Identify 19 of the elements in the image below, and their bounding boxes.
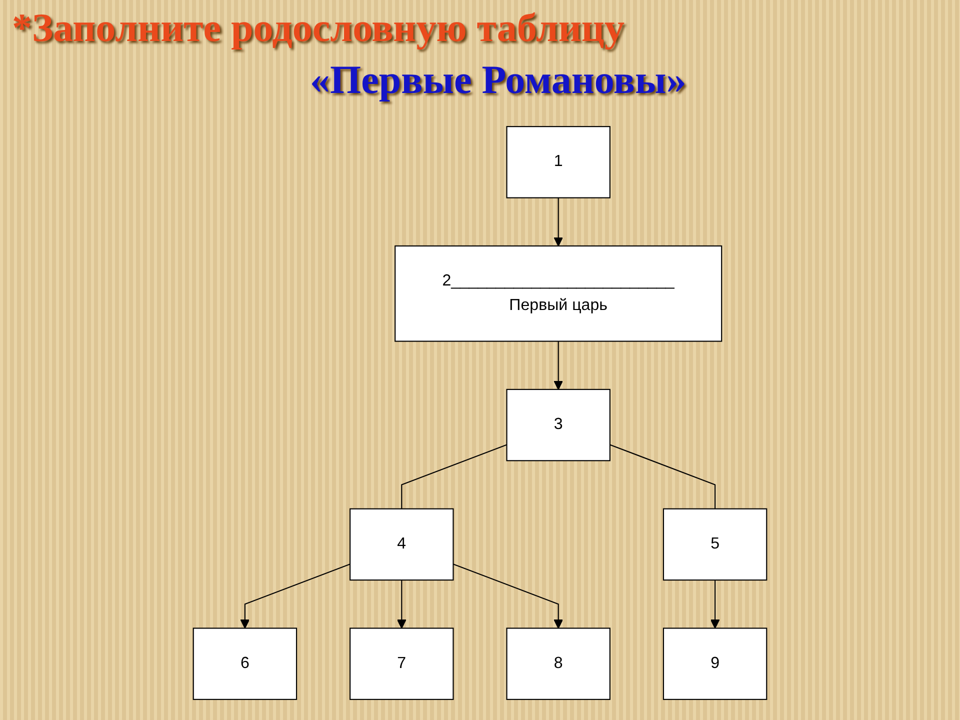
arrow: [396, 580, 406, 629]
family-tree-box: 6: [192, 628, 298, 700]
arrow: [554, 341, 564, 390]
family-tree-box: 5: [662, 508, 768, 581]
subheading: «Первые Романовы»: [310, 56, 686, 103]
family-tree-box: 9: [662, 628, 768, 700]
family-tree-box: 8: [506, 628, 610, 700]
family-tree-box: 2_________________________ Первый царь: [394, 245, 722, 342]
arrow: [554, 198, 564, 246]
family-tree-box: 3: [506, 388, 610, 462]
heading: *Заполните родословную таблицу: [12, 4, 624, 51]
family-tree-box: 7: [350, 628, 454, 700]
family-tree-box: 4: [350, 508, 454, 581]
arrow: [453, 564, 564, 629]
family-tree-box: 1: [506, 126, 610, 198]
connector-line: [610, 444, 716, 509]
arrow: [240, 564, 350, 629]
arrow: [710, 580, 720, 629]
connector-line: [401, 444, 507, 509]
